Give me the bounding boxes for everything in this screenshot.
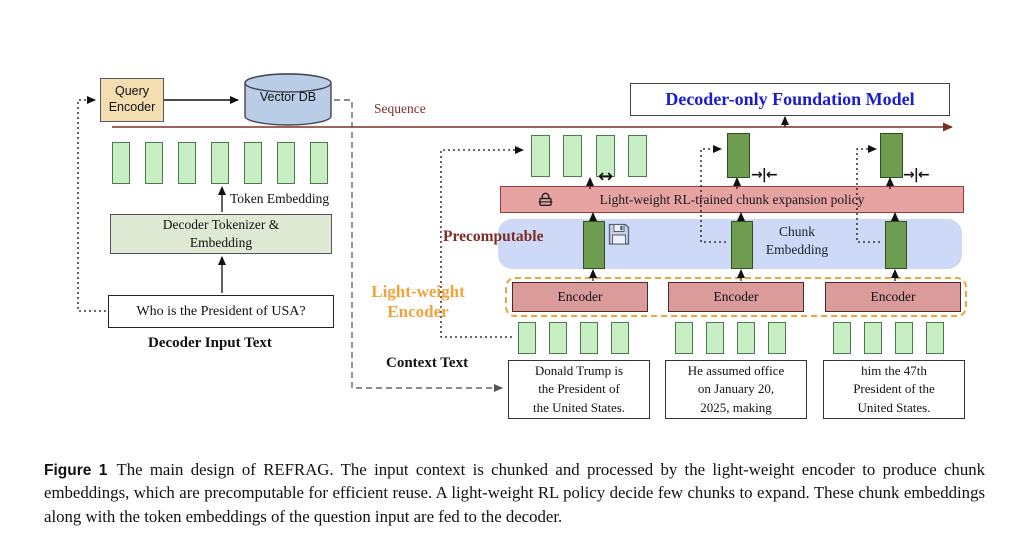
token-bar bbox=[596, 135, 615, 177]
token-bar bbox=[549, 322, 567, 354]
rl-policy-label: Light-weight RL-trained chunk expansion … bbox=[599, 191, 865, 207]
encoder-box-2: Encoder bbox=[668, 282, 804, 312]
token-bar bbox=[580, 322, 598, 354]
token-bar bbox=[211, 142, 229, 184]
floppy-disk-icon bbox=[608, 223, 630, 245]
chunk-embedding-bar bbox=[731, 221, 753, 269]
token-bar bbox=[675, 322, 693, 354]
token-bar bbox=[737, 322, 755, 354]
lightweight-encoder-label: Light-weight Encoder bbox=[371, 282, 465, 321]
chunk-embedding-bar bbox=[583, 221, 605, 269]
chunk-embedding-bar bbox=[880, 133, 903, 178]
token-bar bbox=[926, 322, 944, 354]
question-to-query-encoder-path bbox=[77, 96, 106, 312]
lock-icon bbox=[538, 192, 553, 207]
token-bar bbox=[895, 322, 913, 354]
decoder-model-box: Decoder-only Foundation Model bbox=[630, 83, 950, 116]
token-bar bbox=[706, 322, 724, 354]
context-chunk-3: him the 47th President of the United Sta… bbox=[823, 360, 965, 419]
token-embedding-label: Token Embedding bbox=[230, 191, 330, 206]
chunk-embedding-bar bbox=[885, 221, 907, 269]
vector-db-cylinder bbox=[244, 73, 332, 126]
token-bar bbox=[628, 135, 647, 177]
token-bar bbox=[563, 135, 582, 177]
rl-policy-bar: Light-weight RL-trained chunk expansion … bbox=[500, 186, 964, 213]
token-bar bbox=[611, 322, 629, 354]
precomputable-label: Precomputable bbox=[443, 228, 544, 245]
figure-caption-text: The main design of REFRAG. The input con… bbox=[44, 460, 985, 526]
precomputable-region bbox=[498, 219, 962, 269]
context-chunk-1: Donald Trump is the President of the Uni… bbox=[508, 360, 650, 419]
token-bar bbox=[145, 142, 163, 184]
token-bar bbox=[244, 142, 262, 184]
query-encoder-box: Query Encoder bbox=[100, 78, 164, 122]
figure-caption-label: Figure 1 bbox=[44, 462, 108, 479]
vector-db-label: Vector DB bbox=[259, 90, 317, 104]
token-bar bbox=[277, 142, 295, 184]
token-bar bbox=[864, 322, 882, 354]
context-chunk-2: He assumed office on January 20, 2025, m… bbox=[665, 360, 807, 419]
sequence-label: Sequence bbox=[374, 101, 426, 116]
token-bar bbox=[178, 142, 196, 184]
token-bar bbox=[531, 135, 550, 177]
token-bar bbox=[112, 142, 130, 184]
token-bar bbox=[310, 142, 328, 184]
encoder-box-3: Encoder bbox=[825, 282, 961, 312]
question-box: Who is the President of USA? bbox=[108, 295, 334, 328]
expand-arrows-icon: ↔ bbox=[598, 166, 614, 187]
collapse-arrows-icon: →|← bbox=[751, 167, 778, 183]
context-text-label: Context Text bbox=[386, 355, 469, 371]
encoder-box-1: Encoder bbox=[512, 282, 648, 312]
decoder-input-label: Decoder Input Text bbox=[148, 335, 272, 351]
decoder-tokenizer-box: Decoder Tokenizer & Embedding bbox=[110, 214, 332, 254]
token-bar bbox=[518, 322, 536, 354]
token-bar bbox=[833, 322, 851, 354]
chunk-embedding-bar bbox=[727, 133, 750, 178]
chunk-embedding-label: Chunk Embedding bbox=[765, 224, 829, 257]
collapse-arrows-icon: →|← bbox=[903, 167, 930, 183]
token-bar bbox=[768, 322, 786, 354]
